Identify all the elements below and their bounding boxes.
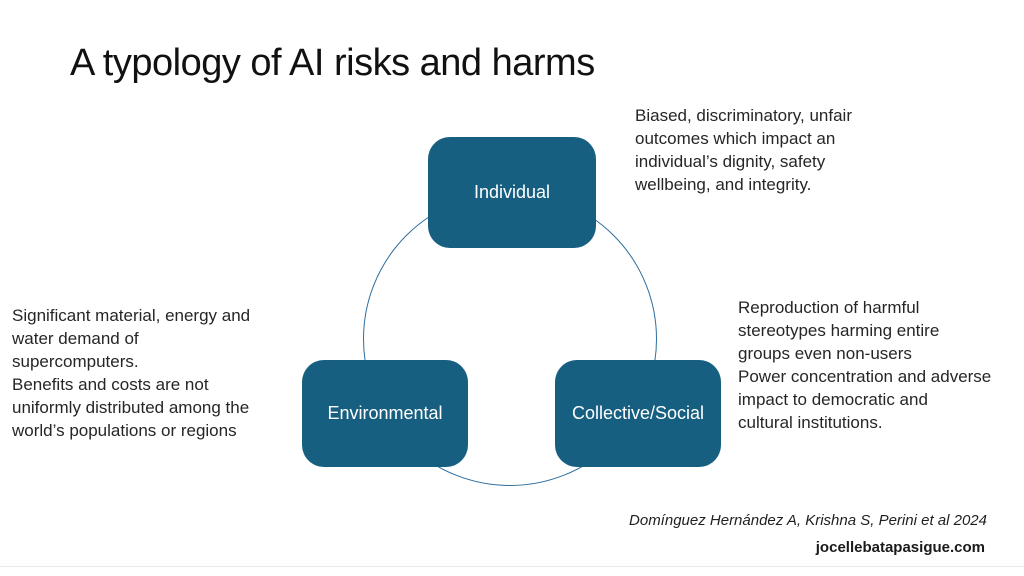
annotation-environmental-risks: Significant material, energy and water d… <box>12 306 251 440</box>
node-collective-social: Collective/Social <box>555 360 721 467</box>
website-credit: jocellebatapasigue.com <box>815 539 985 556</box>
node-environmental-label: Environmental <box>327 403 443 423</box>
annotation-collective-risks: Reproduction of harmful stereotypes harm… <box>738 298 992 432</box>
node-individual: Individual <box>428 137 596 248</box>
source-citation: Domínguez Hernández A, Krishna S, Perini… <box>629 512 987 529</box>
node-collective-social-label: Collective/Social <box>571 403 705 423</box>
annotation-individual-risks: Biased, discriminatory, unfair outcomes … <box>635 106 852 194</box>
bottom-divider <box>0 566 1024 567</box>
node-environmental: Environmental <box>302 360 468 467</box>
node-individual-label: Individual <box>473 182 551 202</box>
slide-title: A typology of AI risks and harms <box>70 42 595 84</box>
